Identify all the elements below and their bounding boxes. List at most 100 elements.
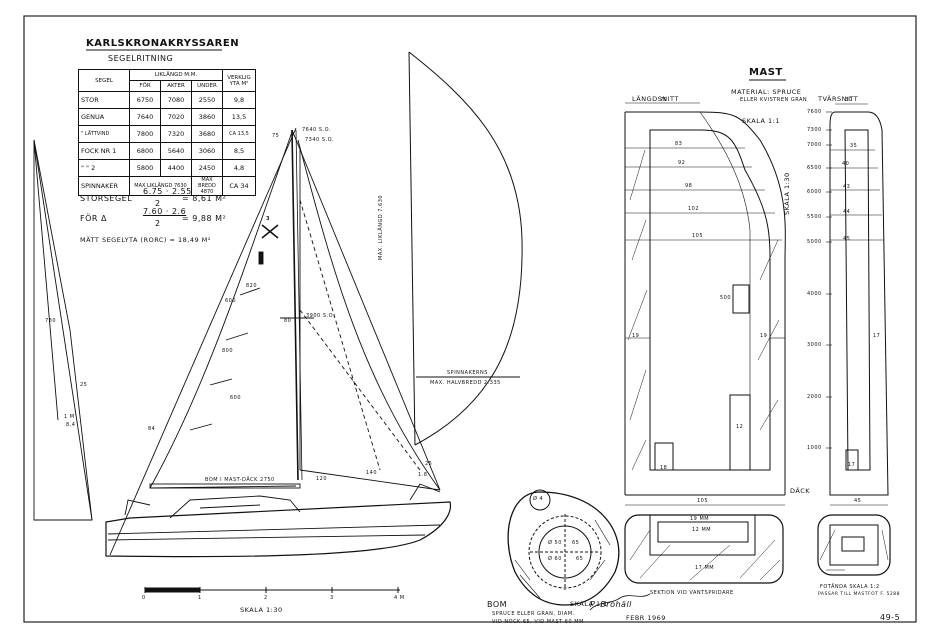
sec-19: 19 MM: [690, 516, 710, 522]
dim-500: 500: [720, 295, 732, 301]
label-top1: 7640 S.O.: [302, 127, 331, 133]
height-6500: 6500: [807, 165, 822, 171]
sheet-border: [23, 15, 917, 623]
tvarsnitt-label: TVÄRSNITT: [818, 95, 859, 103]
tv-45: 45: [843, 236, 851, 242]
hull-scale: SKALA 1:30: [240, 606, 283, 614]
label-120: 120: [316, 476, 328, 482]
formula-stor-res: = 8,61 M²: [182, 194, 227, 203]
batten-2: 600: [225, 298, 237, 304]
left-sail-label-b: 25: [80, 382, 88, 388]
dack-label: DÄCK: [790, 487, 811, 495]
mast-cross-section-view: [817, 103, 891, 576]
dim-12: 12: [736, 424, 744, 430]
dim-105-bottom: 105: [697, 498, 709, 504]
label-25: 25: [425, 461, 433, 467]
bom-c5: Ø 4: [533, 496, 544, 502]
height-1000: 1000: [807, 445, 822, 451]
height-4000: 4000: [807, 291, 822, 297]
formula-stor-den: 2: [155, 199, 161, 208]
bom-c3: 65: [572, 540, 580, 546]
dim-19b: 19: [760, 333, 768, 339]
label-top2: 7340 S.O.: [305, 137, 334, 143]
boat-side-view: [105, 127, 452, 558]
label-140: 140: [366, 470, 378, 476]
scale-bar-hull: [144, 587, 400, 593]
mast-scale: SKALA 1:1: [742, 117, 780, 125]
left-sail-label-d: 8,4: [66, 422, 76, 428]
formula-stor-label: STORSEGEL: [80, 194, 133, 203]
formula-for-den: 2: [155, 219, 161, 228]
col-for: FÖR: [129, 80, 161, 92]
tv-17a: 17: [848, 462, 856, 468]
spinnaker-outline: [408, 51, 523, 446]
height-3000: 3000: [807, 342, 822, 348]
tv-44: 44: [843, 209, 851, 215]
drawing-number: 49-5: [880, 613, 901, 622]
label-boom: BOM I MAST-DÄCK 2750: [205, 477, 275, 483]
scale-3: 3: [330, 595, 334, 601]
tv-35: 35: [850, 143, 858, 149]
table-row: SPINNAKER MAX LIKLÄNGD 7630 MAX BREDD 48…: [78, 176, 256, 196]
col-akter: AKTER: [160, 80, 192, 92]
height-5500: 5500: [807, 214, 822, 220]
table-row: " LÄTTVIND 7800 7320 3680 CA 13,5: [78, 125, 256, 143]
dim-98: 98: [685, 183, 693, 189]
formula-stor-num: 6.75 · 2.55: [143, 187, 192, 196]
left-sail-label-c: 1 M: [64, 414, 75, 420]
signature-flourish: [589, 593, 651, 611]
left-sail-label-a: 780: [45, 318, 57, 324]
tv-17b: 17: [873, 333, 881, 339]
table-row: GENUA 7640 7020 3860 13,5: [78, 108, 256, 126]
label-84: 84: [148, 426, 156, 432]
mast-title: MAST: [749, 67, 783, 78]
height-7000: 7000: [807, 142, 822, 148]
height-6000: 6000: [807, 189, 822, 195]
left-sail-sketch: [33, 139, 93, 521]
col-under: UNDER: [191, 80, 223, 92]
spinnaker-label2: MAX. HALVBREDD 2.335: [430, 380, 501, 386]
sec-17: 17 MM: [695, 565, 715, 571]
dim-18: 18: [660, 465, 668, 471]
fotande-sub: PASSAR TILL MASTFOT F. 5288: [818, 592, 901, 597]
sub-title: SEGELRITNING: [108, 54, 174, 63]
mast-material2: ELLER KVISTREN GRAN: [740, 97, 808, 103]
label-mid: 3900 S.O.: [306, 313, 335, 319]
dim-92: 92: [678, 160, 686, 166]
bom-c4: 65: [576, 556, 584, 562]
mast-scale-vertical: SKALA 1:30: [783, 172, 791, 215]
spinnaker-side-label: MAX. LIKLÄNGD 7.630: [378, 194, 384, 260]
batten-3: 800: [222, 348, 234, 354]
bom-label: BOM: [487, 600, 508, 609]
fotande-label: FOTÄNDA SKALA 1:2: [820, 584, 880, 590]
bom-material-2: VID NOCK 65, VID MAST 60 MM: [492, 619, 584, 625]
col-yta: VERKLIG YTA M²: [222, 69, 256, 92]
bom-material-1: SPRUCE ELLER GRAN, DIAM.: [492, 611, 575, 617]
label-18: 1.8: [418, 472, 428, 478]
sec-12: 12 MM: [692, 527, 712, 533]
spinnaker-label: SPINNAKERNS: [447, 370, 488, 376]
formula-matt: MÄTT SEGELYTA (RORC) = 18,49 M²: [80, 236, 211, 244]
mast-longitudinal-section: [624, 102, 786, 584]
langdsnitt-label: LÄNGDSNITT: [632, 95, 679, 103]
dim-83: 83: [675, 141, 683, 147]
height-7300: 7300: [807, 127, 822, 133]
boom-section: [507, 489, 620, 606]
tv-43: 43: [843, 184, 851, 190]
height-5000: 5000: [807, 239, 822, 245]
dim-19a: 19: [632, 333, 640, 339]
batten-4: 600: [230, 395, 242, 401]
tv-40: 40: [842, 161, 850, 167]
scale-4: 4 M: [394, 595, 405, 601]
scale-0: 0: [142, 595, 146, 601]
tv-45-bottom: 45: [854, 498, 862, 504]
height-7600: 7600: [807, 109, 822, 115]
bom-c1: Ø 50: [548, 540, 562, 546]
drawing-date: FEBR 1969: [626, 614, 666, 622]
table-row: " " 2 5800 4400 2450 4,8: [78, 159, 256, 177]
dim-70: 70: [660, 97, 668, 103]
sail-table: SEGEL LIKLÄNGD M.M. VERKLIG YTA M² FÖR A…: [78, 69, 256, 196]
scale-2: 2: [264, 595, 268, 601]
table-row: FOCK NR 1 6800 5640 3060 8,5: [78, 142, 256, 160]
